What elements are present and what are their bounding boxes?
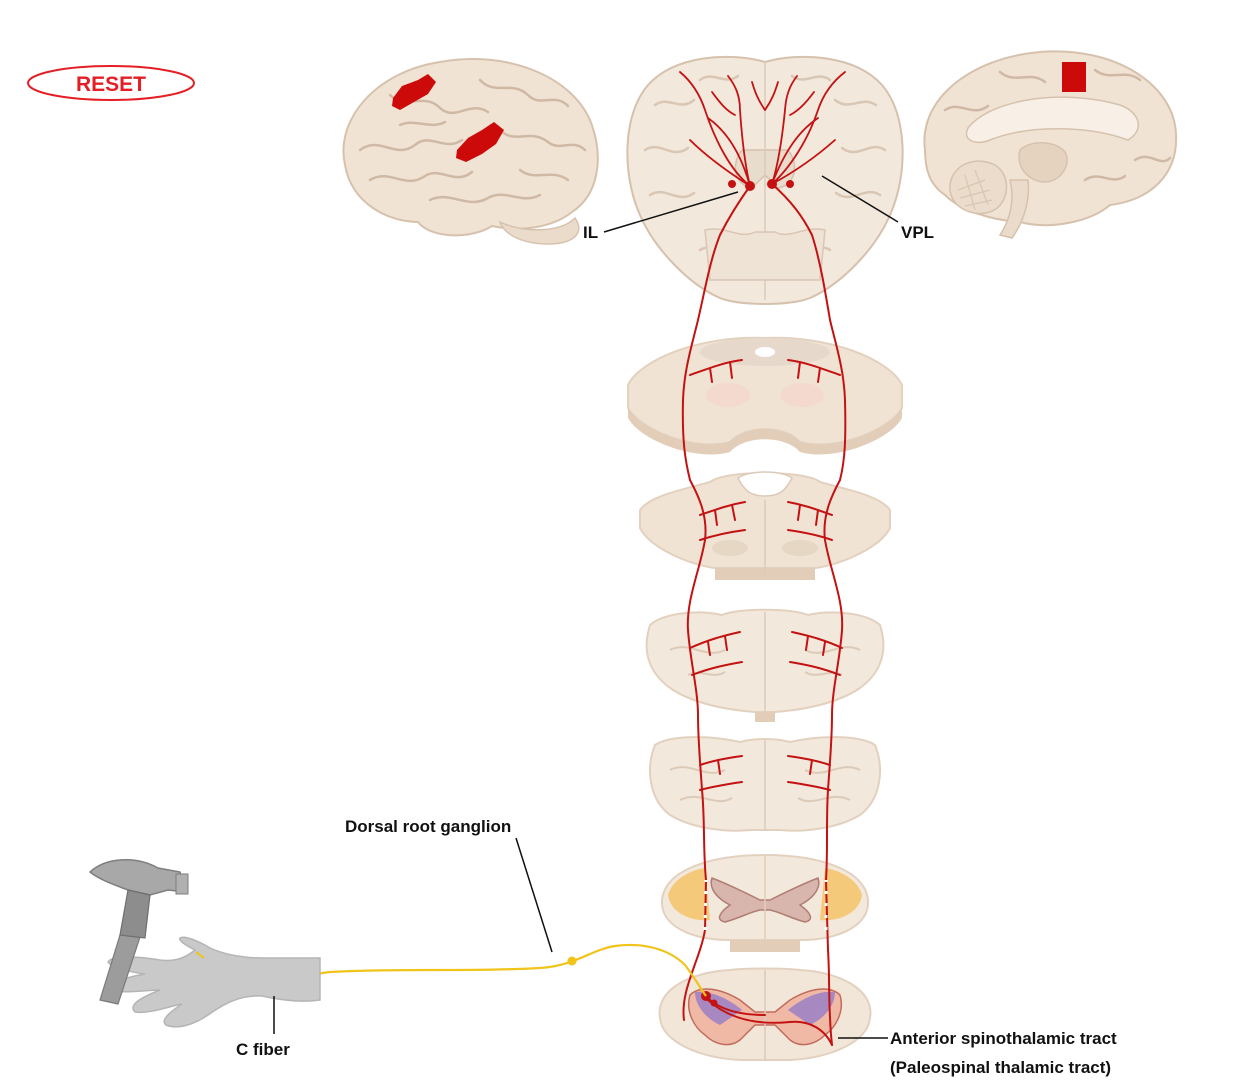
spinothalamic-pathway: [681, 183, 847, 1046]
cortex-highlight-1: [392, 74, 436, 110]
brain-coronal-icon: [626, 55, 904, 305]
medulla-upper-section: [639, 471, 891, 580]
cortex-highlight-3: [1062, 62, 1086, 92]
c-fiber-label: C fiber: [236, 1040, 290, 1059]
brain-medial-icon: [923, 50, 1178, 239]
anterior-tract-label-group: Anterior spinothalamic tract (Paleospina…: [838, 1029, 1117, 1077]
vpl-label: VPL: [901, 223, 934, 242]
il-label-group: IL: [583, 191, 739, 242]
spinal-cord-upper-section: [660, 853, 870, 952]
brain-lateral-icon: [342, 58, 599, 245]
il-label: IL: [583, 223, 598, 242]
vpl-label-group: VPL: [821, 175, 934, 242]
anterior-tract-label: Anterior spinothalamic tract: [890, 1029, 1117, 1048]
reset-label: RESET: [76, 73, 146, 96]
reset-button[interactable]: RESET: [27, 65, 195, 101]
hand-icon: [107, 936, 321, 1028]
hammer-icon: [88, 858, 189, 1005]
c-fiber-label-group: C fiber: [236, 996, 290, 1059]
paleospinal-tract-label: (Paleospinal thalamic tract): [890, 1058, 1111, 1077]
drg-label-group: Dorsal root ganglion: [345, 817, 553, 953]
cortex-highlight-2: [456, 122, 504, 162]
midbrain-section: [627, 336, 903, 455]
dorsal-root-ganglion-label: Dorsal root ganglion: [345, 817, 511, 836]
medulla-lower-section: [645, 608, 885, 722]
dorsal-root-ganglion-icon: [567, 956, 577, 966]
medulla-caudal-section: [649, 736, 881, 832]
